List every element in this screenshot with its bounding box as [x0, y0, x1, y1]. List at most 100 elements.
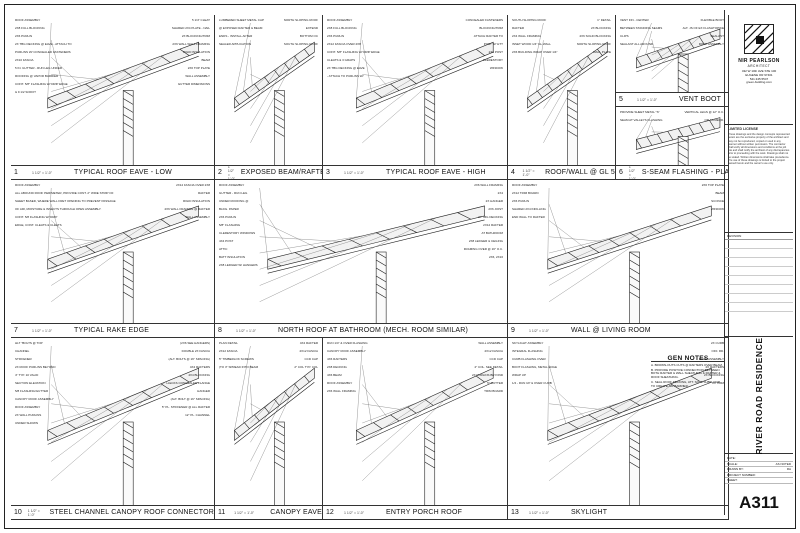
detail-note: 2X8 DECKING [327, 365, 347, 369]
detail-note: (ALT. BOLT @ 16" SPACING) [170, 397, 210, 401]
detail-note: 2X12 FASCIA OVER 2X8 [176, 183, 210, 187]
general-notes: GEN NOTES A. BROWN-OUTS CUTS @ RAFTERS O… [651, 355, 725, 389]
detail-note: CONT. 5/8" FLASHING W/ DRIP EDGE [327, 50, 380, 54]
detail-note: 2X6 TOP PLATE [701, 183, 724, 187]
detail-note: ROOF ASSEMBLY [327, 381, 353, 385]
detail-note: (TO 3" SPREAD INTO BEAM [219, 365, 259, 369]
detail-title: TYPICAL ROOF EAVE - LOW [74, 169, 172, 176]
detail-scale: 1 1/2" = 1'-0" [628, 164, 636, 180]
detail-note: 2" COL TYP. COL [294, 365, 318, 369]
detail-note: 2" COL. SEE DETAIL [474, 365, 503, 369]
detail-number: 8 [218, 327, 222, 334]
detail-note: FLEXIBLE BOOT [700, 18, 724, 22]
detail-note: CCD CAP [489, 357, 503, 361]
detail-note: 5/8 FLASHING/GUTTER [15, 389, 49, 393]
detail-note: POST W/ HTT [483, 42, 503, 46]
detail-note: 2X10 FASCIA [15, 58, 34, 62]
detail-title: SKYLIGHT [571, 509, 608, 516]
detail-note: WALL ASSEMBLY [185, 215, 210, 219]
revision-table: REVISION [725, 232, 793, 337]
detail-title: TYPICAL RAKE EDGE [74, 327, 150, 334]
detail-note: 2X TBG DECKING [477, 215, 503, 219]
detail-note: 1" DETAIL [597, 18, 611, 22]
detail-note: 2X HANGER [485, 199, 503, 203]
detail-note: 2X8 LEDGER & CEILING [468, 239, 503, 243]
detail-note: SKYLIGHT ASSEMBLY [512, 341, 544, 345]
firm-address-2: EUGENE OR 97401 [745, 72, 773, 77]
detail-title-bar: 12 1 1/2" = 1'-0" ENTRY PORCH ROOF [323, 505, 507, 519]
detail-number: 6 [619, 169, 623, 176]
detail-note: ROOFING @ VAPOR BARRIER [15, 74, 59, 78]
detail-note: WALL PLATE [592, 50, 611, 54]
detail-note: 5 1/4" CLEAT [191, 18, 210, 22]
firm-logo-icon [744, 24, 774, 54]
detail-note: 4X4 POST [219, 239, 234, 243]
detail-note: CLERESTORY WINDOWS [219, 231, 256, 235]
detail-note: GUTTER DIMENSIONS [177, 82, 210, 86]
detail-note: BOTTOM OC [299, 34, 318, 38]
meta-row: DRAWN BY:RA [725, 467, 793, 473]
detail-note: WINDOW [710, 207, 724, 211]
detail-number: 7 [14, 327, 18, 334]
detail-note: 2X6 PURLIN [219, 215, 237, 219]
detail-drawing [259, 187, 485, 324]
detail-note: CLERESTORY [482, 58, 503, 62]
detail-title-bar: 5 1 1/2" = 1'-0" VENT BOOT [616, 92, 728, 106]
detail-note: (2X6 SEE HANGERS) [180, 341, 210, 345]
detail-number: 11 [218, 509, 226, 516]
detail-note: 2X6 PURLIN [15, 34, 33, 38]
detail-note: 4X4 RAFTER [299, 341, 318, 345]
detail-note: OR AS REQD. [704, 118, 724, 122]
detail-note: LUMBERED SHEET METAL CAP [219, 18, 264, 22]
detail-note: BEAM [201, 58, 210, 62]
detail-drawing [355, 345, 494, 506]
detail-title-bar: 3 1 1/2" = 1'-0" TYPICAL ROOF EAVE - HIG… [323, 165, 507, 179]
detail-note: CANOPY ROOF ASSEMBLY [15, 397, 54, 401]
detail-note: 2X BLOCKING [590, 26, 611, 30]
detail-note: SOUTH SLOPING ROOF [283, 42, 318, 46]
detail-note: ROOF ASSEMBLY [15, 18, 41, 22]
detail-note: 5/8" FLASHING [219, 223, 241, 227]
detail-drawing [234, 22, 315, 166]
meta-row: SCALE:AS NOTED [725, 461, 793, 467]
detail-note: RAFTER [198, 191, 210, 195]
detail-note: UNDER SHOWN [15, 421, 38, 425]
detail-note: HLT "BOLTS @ TOP [15, 341, 43, 345]
detail-drawing [636, 22, 721, 93]
detail-note: OF AIR, MOISTURE & INSECTS THROUGH OPEN … [15, 207, 102, 211]
detail-note: RAFTER [512, 26, 524, 30]
detail-note: ALL ABOUND ROOF PERIMETER, PROVIDE CONT.… [15, 191, 114, 195]
detail-note: 4X4 BLOCKING [188, 373, 210, 377]
detail-note: 2X RAFTERS [705, 365, 724, 369]
general-note-a: A. BROWN-OUTS CUTS @ RAFTERS OVER BEAM. [651, 362, 723, 367]
detail-note: 2X6 BUILDING WRAP OVER 1/4" [512, 50, 558, 54]
detail-scale: 1 1/2" = 1'-0" [236, 328, 256, 333]
detail-note: 5" GUTTER [487, 381, 503, 385]
detail-note: 2X4 WALL FRAMING [512, 34, 541, 38]
detail-note: WRAP UP [512, 373, 526, 377]
detail-note: BLOCKING/TRIM [479, 26, 503, 30]
detail-note: CONT. 5/8" FLASHING W/ DRIP EDGE [15, 82, 68, 86]
detail-note: 5" TIMBERLOK SCREWS [219, 357, 254, 361]
meta-value: AS NOTED [775, 461, 791, 466]
detail-title: WALL @ LIVING ROOM [571, 327, 651, 334]
detail-number: 3 [326, 169, 330, 176]
detail-note: 2X12 FASCIA [219, 349, 238, 353]
detail-note: 2X TBG DECKING @ EAVE - ATTACH TO [15, 42, 72, 46]
detail-scale: 1 1/2" = 1'-0" [637, 97, 657, 102]
detail-note: SECTION ELEVATION [15, 381, 46, 385]
detail-title-bar: 2 1 1/2" = 1'-0" EXPOSED BEAM/RAFTER [215, 165, 322, 179]
project-name: RIVER ROAD RESIDENCE [754, 336, 764, 455]
detail-scale: 1 1/2" = 1'-0" [234, 510, 255, 515]
detail-note: SHARED 2X4 PLATE - NAIL [171, 26, 210, 30]
detail-note: 2X6 WALL FRAMING @ RAFTER [164, 207, 211, 211]
detail-scale: 1 1/2" = 1'-0" [32, 170, 52, 175]
detail-number: 4 [511, 169, 515, 176]
meta-label: DATE: [727, 456, 736, 461]
